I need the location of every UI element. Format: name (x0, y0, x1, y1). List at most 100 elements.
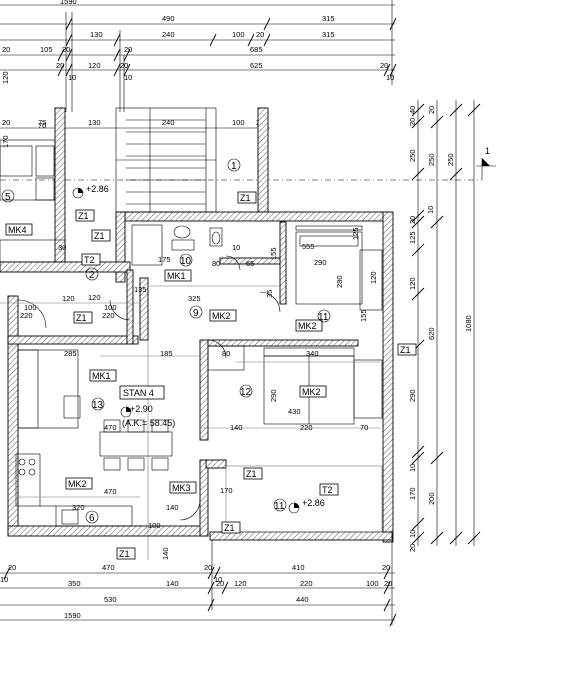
svg-text:120: 120 (234, 579, 247, 588)
svg-text:170: 170 (408, 487, 417, 500)
room-number: 13 (92, 400, 104, 411)
svg-text:10: 10 (426, 206, 435, 214)
svg-text:20: 20 (384, 579, 392, 588)
svg-text:10: 10 (386, 73, 394, 82)
svg-text:20: 20 (408, 544, 417, 552)
svg-text:10: 10 (232, 243, 240, 252)
svg-text:130: 130 (90, 30, 103, 39)
tag-z1: Z1 (224, 523, 235, 533)
svg-text:35: 35 (265, 290, 274, 298)
svg-text:240: 240 (162, 30, 175, 39)
svg-text:120: 120 (88, 293, 101, 302)
interior-details (0, 139, 383, 560)
svg-text:290: 290 (269, 389, 278, 402)
svg-text:80: 80 (212, 259, 220, 268)
svg-text:40: 40 (408, 106, 417, 114)
svg-text:410: 410 (292, 563, 305, 572)
tag-mk3: MK3 (172, 483, 191, 493)
material-tags: Z1 Z1 Z1 Z1 Z1 Z1 Z1 Z1 T2 T2 MK1 MK1 MK… (5, 191, 417, 560)
svg-text:125: 125 (351, 227, 360, 240)
apartment-label: STAN 4 (123, 388, 154, 398)
tag-z1: Z1 (246, 469, 257, 479)
tag-mk1: MK1 (92, 371, 111, 381)
svg-text:685: 685 (250, 45, 263, 54)
svg-text:285: 285 (64, 349, 77, 358)
svg-text:250: 250 (427, 153, 436, 166)
svg-text:220: 220 (300, 423, 313, 432)
svg-text:20: 20 (408, 216, 417, 224)
svg-text:220: 220 (20, 311, 33, 320)
svg-text:620: 620 (427, 327, 436, 340)
svg-text:70: 70 (360, 423, 368, 432)
svg-text:10: 10 (214, 575, 222, 584)
tag-z1: Z1 (94, 231, 105, 241)
room-number: 12 (240, 387, 252, 398)
tag-mk2: MK2 (212, 311, 231, 321)
svg-text:105: 105 (40, 45, 53, 54)
room-number: 2 (89, 270, 95, 281)
svg-text:1080: 1080 (464, 315, 473, 332)
left-dimensions: 120 170 (1, 71, 10, 148)
svg-text:490: 490 (162, 14, 175, 23)
dim-top-total: 1590 (60, 0, 77, 6)
svg-text:135: 135 (134, 285, 147, 294)
svg-text:100: 100 (366, 579, 379, 588)
svg-text:200: 200 (427, 492, 436, 505)
svg-text:+2.86: +2.86 (302, 498, 325, 508)
room-number: 5 (5, 192, 11, 203)
svg-text:+2.90: +2.90 (130, 404, 153, 414)
tag-z1: Z1 (119, 549, 130, 559)
tag-mk1: MK1 (167, 271, 186, 281)
area-label: (A.K.= 58.45) (122, 418, 175, 428)
svg-text:125: 125 (408, 231, 417, 244)
svg-text:430: 430 (288, 407, 301, 416)
svg-text:240: 240 (162, 118, 175, 127)
svg-text:+2.86: +2.86 (86, 184, 109, 194)
svg-text:555: 555 (302, 242, 315, 251)
tag-z1: Z1 (400, 345, 411, 355)
svg-text:10: 10 (124, 73, 132, 82)
svg-text:20: 20 (427, 106, 436, 114)
svg-text:65: 65 (246, 259, 254, 268)
svg-text:220: 220 (300, 579, 313, 588)
svg-text:120: 120 (1, 71, 10, 84)
section-line: 1 (0, 146, 496, 181)
room-number: 9 (193, 308, 199, 319)
room-number: 10 (180, 256, 192, 267)
tag-t2: T2 (322, 485, 333, 495)
room-number: 6 (89, 513, 95, 524)
svg-text:170: 170 (1, 135, 10, 148)
svg-text:100: 100 (232, 118, 245, 127)
svg-text:315: 315 (322, 14, 335, 23)
room-number: 11 (274, 501, 285, 512)
tag-z1: Z1 (78, 211, 89, 221)
svg-text:80: 80 (222, 349, 230, 358)
svg-text:155: 155 (359, 309, 368, 322)
svg-text:250: 250 (446, 153, 455, 166)
svg-text:340: 340 (306, 349, 319, 358)
svg-text:20: 20 (8, 563, 16, 572)
svg-text:20: 20 (408, 118, 417, 126)
level-markers: +2.86 +2.90 +2.86 (72, 184, 325, 514)
svg-text:100: 100 (148, 521, 161, 530)
svg-text:100: 100 (24, 303, 37, 312)
room-number: 11 (318, 312, 329, 323)
svg-text:280: 280 (335, 275, 344, 288)
svg-text:20: 20 (380, 61, 388, 70)
tag-t2: T2 (84, 255, 95, 265)
svg-text:20: 20 (124, 45, 132, 54)
svg-text:20: 20 (2, 45, 10, 54)
svg-text:30: 30 (58, 243, 66, 252)
svg-text:140: 140 (230, 423, 243, 432)
svg-text:20: 20 (382, 563, 390, 572)
right-dimensions: 40 20 250 20 10 125 120 290 10 170 10 20… (408, 100, 481, 552)
walls (0, 107, 394, 543)
svg-text:140: 140 (166, 579, 179, 588)
svg-text:70: 70 (38, 121, 46, 130)
svg-text:470: 470 (104, 423, 117, 432)
svg-text:220: 220 (102, 311, 115, 320)
tag-z1: Z1 (76, 313, 87, 323)
svg-text:100: 100 (104, 303, 117, 312)
svg-text:470: 470 (104, 487, 117, 496)
